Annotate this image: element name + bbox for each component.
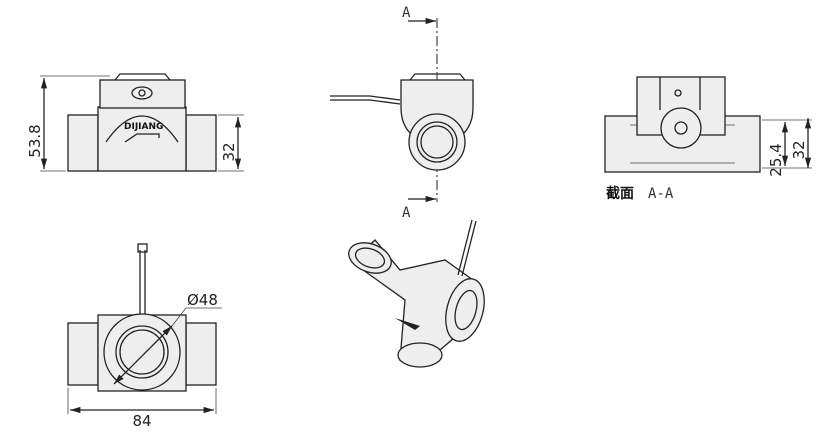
logo-text: DIJIANG	[124, 122, 163, 132]
outer-dim-label: 32	[790, 140, 808, 159]
bottom-view: Ø48 84	[67, 243, 222, 430]
isometric-view	[348, 219, 485, 368]
pipe-dim-label: 32	[220, 142, 238, 161]
section-title-cn: 截面	[606, 185, 634, 202]
flange-dim-label: Ø48	[187, 291, 218, 309]
inner-dim-label: 25.4	[767, 143, 785, 176]
section-label-bottom: A	[402, 205, 411, 221]
height-dim-label: 53.8	[26, 124, 44, 157]
side-view: A A	[330, 5, 474, 221]
front-view: DIJIANG 53.8 32	[26, 73, 244, 172]
section-title: A-A	[648, 186, 674, 202]
section-label-top: A	[402, 5, 411, 21]
length-dim-label: 84	[132, 412, 151, 430]
section-view: 25.4 32 截面 A-A	[604, 76, 812, 202]
